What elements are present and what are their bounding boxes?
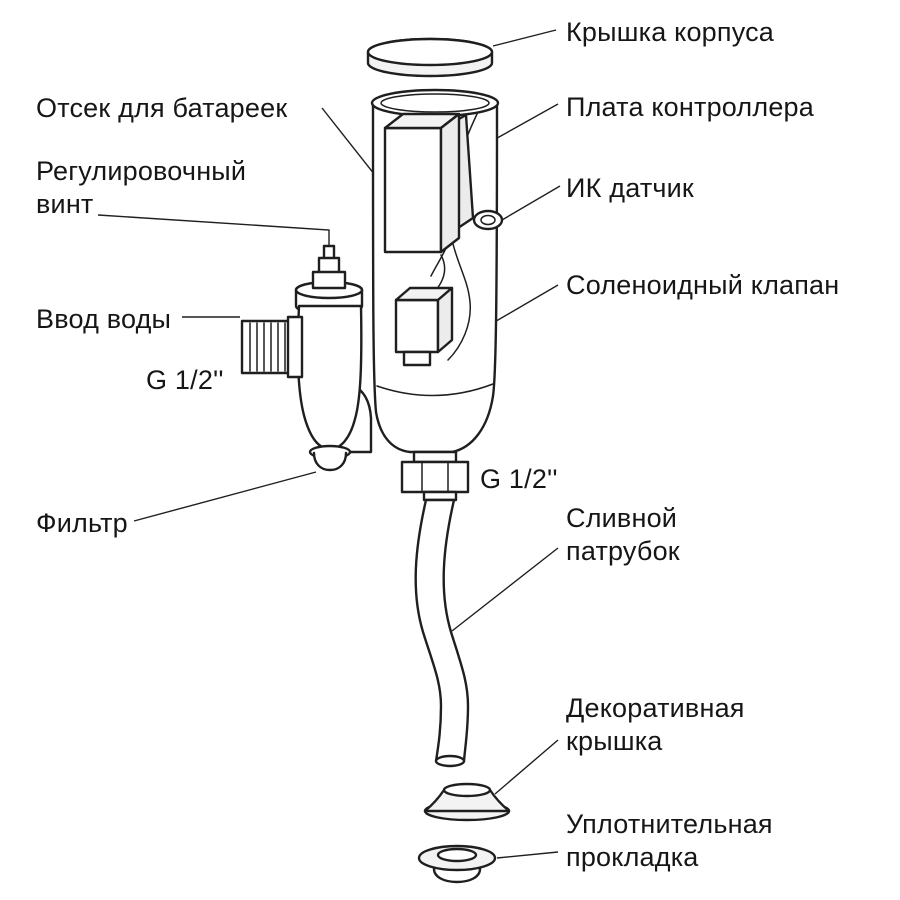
battery-box-side [439,112,461,254]
adjustment-screw-shape [311,244,347,290]
leader-housing-cap [492,29,557,47]
label-drain-pipe: Сливной патрубок [566,503,680,566]
outlet-nut-drawing [400,450,470,502]
body-rim-inner [380,93,490,113]
cover-top [442,782,492,798]
label-controller-board: Плата контроллера [566,92,814,122]
leader-adjustment-screw [97,214,330,247]
label-water-inlet: Ввод воды [36,304,172,334]
label-inlet-thread-size: G 1/2'' [146,365,224,395]
ir-sensor-inner [480,214,496,226]
outlet-neck [412,450,458,464]
label-filter: Фильтр [36,508,128,538]
label-solenoid-valve: Соленоидный клапан [566,270,840,300]
leader-lines [97,29,561,859]
body-cut-edge-lower [447,239,471,361]
label-decorative-cover: Декоративная крышка [566,693,745,756]
solenoid-side [436,286,454,354]
solenoid-valve-drawing [394,286,454,367]
filter-cap [312,451,348,472]
drain-pipe-drawing [414,498,470,768]
ir-sensor-outer [472,209,504,231]
label-outlet-thread-size: G 1/2'' [480,464,558,494]
label-ir-sensor: ИК датчик [566,173,694,203]
drain-pipe-end [434,754,466,768]
leader-filter [133,471,317,522]
cover-cone [423,788,511,813]
sealing-gasket-drawing [417,844,497,884]
label-adjustment-screw: Регулировочный винт [36,156,247,219]
battery-box-front [383,126,443,254]
outlet-hex-nut [400,460,470,494]
valve-body [296,304,363,451]
decorative-cover-drawing [423,782,511,822]
housing-cap-drawing [366,37,494,78]
leader-decorative-cover [494,739,559,795]
leader-sealing-gasket [496,851,559,859]
inlet-pipe-threads [249,322,286,372]
leader-ir-sensor [501,185,561,221]
solenoid-front [394,298,440,354]
leader-drain-pipe [451,547,559,632]
cap-top [366,37,494,67]
inlet-pipe-collar [286,315,304,379]
gasket-hole [436,847,478,863]
nut-facets [421,461,449,493]
drain-pipe-shape [414,498,470,763]
inlet-valve-drawing [240,244,373,472]
solenoid-step [402,350,432,367]
battery-compartment-drawing [383,112,461,254]
ir-sensor-drawing [472,209,504,231]
label-housing-cap: Крышка корпуса [566,17,775,47]
label-sealing-gasket: Уплотнительная прокладка [566,809,773,872]
flusher-unit-drawing [240,37,511,884]
label-battery-compartment: Отсек для батареек [36,93,288,123]
body-bottom-dome [376,383,494,397]
